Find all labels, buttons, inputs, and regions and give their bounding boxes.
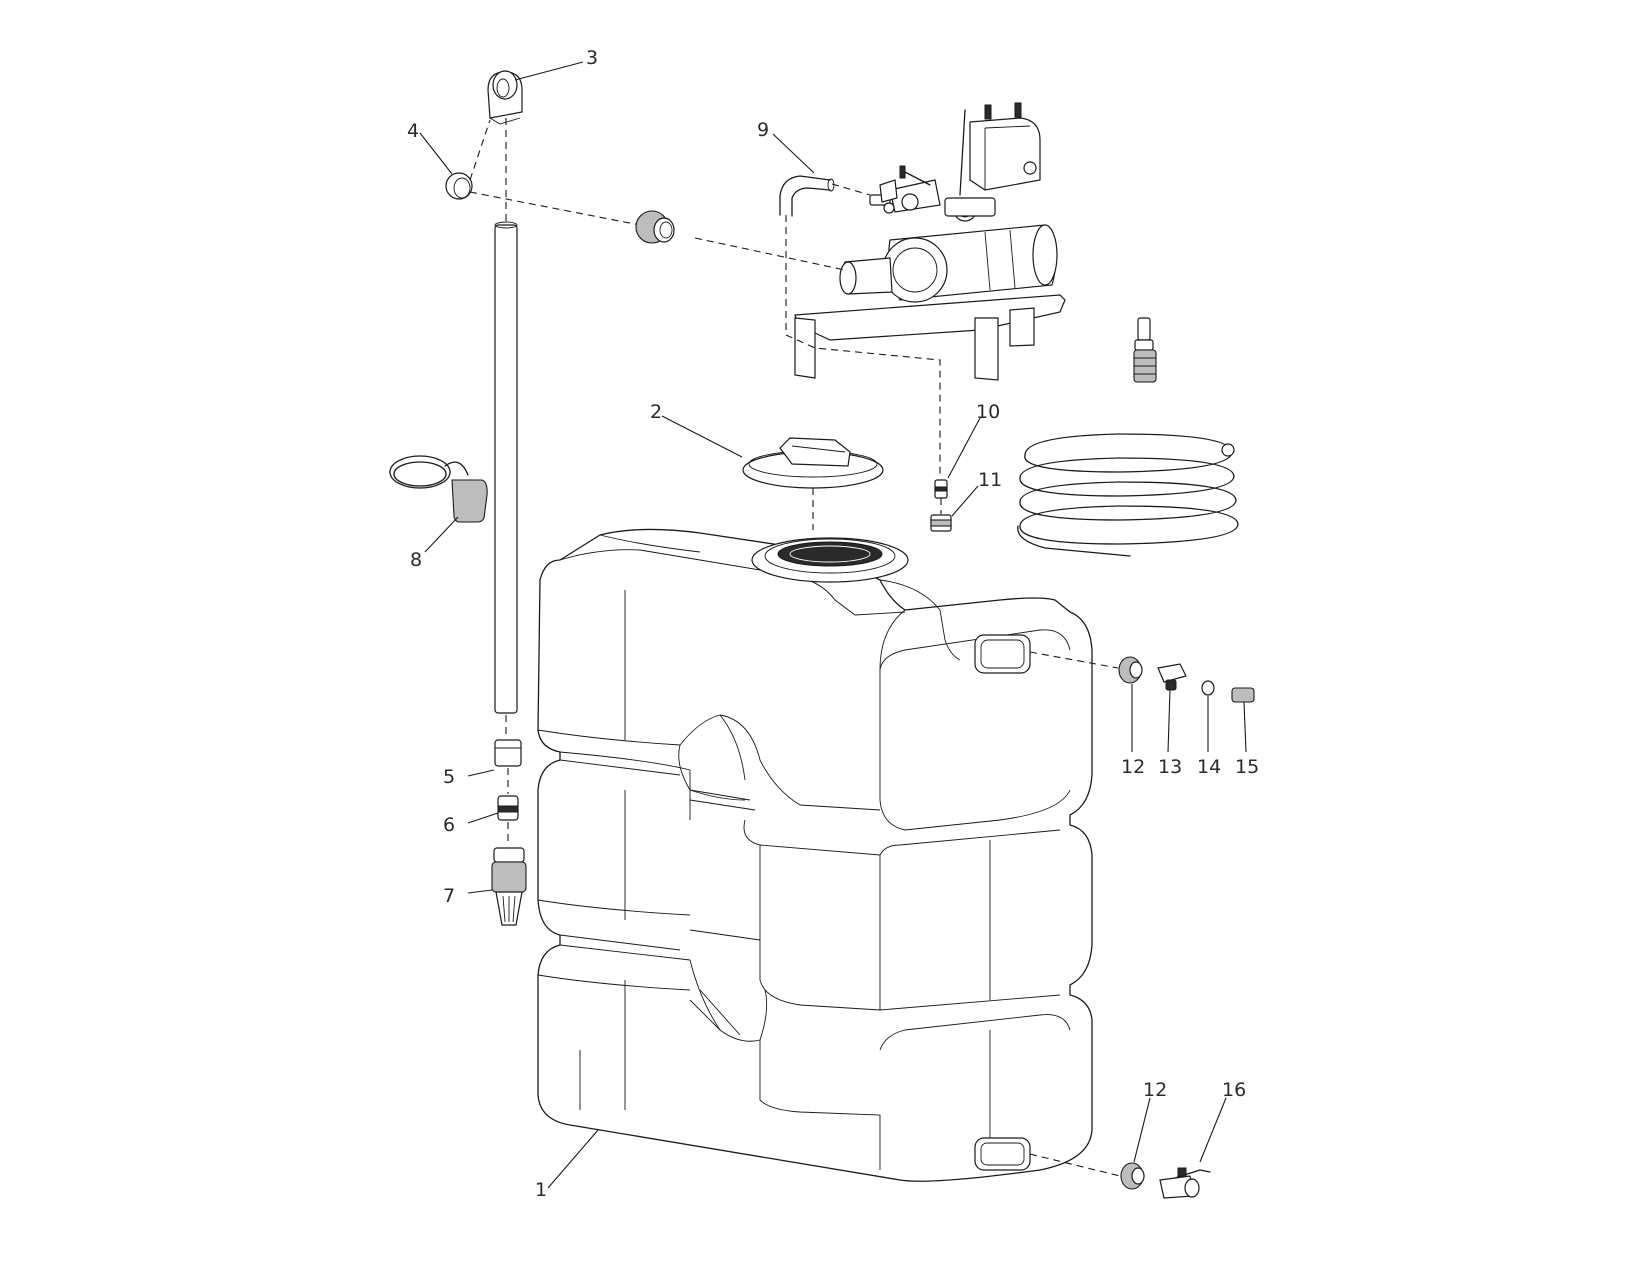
assembly-lines — [469, 118, 1121, 1177]
callout-13: 13 — [1158, 756, 1182, 778]
callout-14: 14 — [1197, 756, 1221, 778]
reducer-ring — [445, 172, 473, 200]
tank-lid — [742, 437, 884, 489]
coiled-hose — [1017, 433, 1239, 557]
callout-8: 8 — [410, 549, 422, 571]
callout-15: 15 — [1235, 756, 1259, 778]
callout-12-bottom: 12 — [1143, 1079, 1167, 1101]
callout-4: 4 — [407, 120, 419, 142]
elbow-fitting — [487, 70, 523, 125]
callout-16: 16 — [1222, 1079, 1246, 1101]
foot-valve — [491, 847, 527, 926]
callout-7: 7 — [443, 885, 455, 907]
callout-1: 1 — [535, 1179, 547, 1201]
callout-leaders — [419, 61, 1247, 1189]
callout-numbers: 1 2 3 4 5 6 7 8 9 10 11 12 13 14 15 12 1… — [407, 47, 1259, 1201]
callout-12-top: 12 — [1121, 756, 1145, 778]
callout-11: 11 — [978, 469, 1002, 491]
strainer-fitting — [1133, 317, 1157, 383]
suction-pipe — [494, 221, 518, 714]
callout-5: 5 — [443, 766, 455, 788]
pipe-adapter — [497, 795, 519, 821]
callout-10: 10 — [976, 401, 1000, 423]
flexible-hose — [779, 175, 835, 217]
inline-valve — [879, 179, 898, 214]
callout-3: 3 — [586, 47, 598, 69]
callout-9: 9 — [757, 119, 769, 141]
callout-6: 6 — [443, 814, 455, 836]
fitting-10 — [934, 479, 948, 499]
pipe-union — [635, 210, 675, 244]
fitting-11 — [930, 514, 952, 532]
water-tank — [537, 528, 1093, 1182]
callout-2: 2 — [650, 401, 662, 423]
fittings-row-bottom — [1120, 1162, 1211, 1199]
pump-assembly — [794, 102, 1066, 381]
fittings-row-top — [1118, 656, 1255, 703]
float-switch — [389, 455, 488, 523]
pipe-sleeve — [494, 739, 522, 767]
